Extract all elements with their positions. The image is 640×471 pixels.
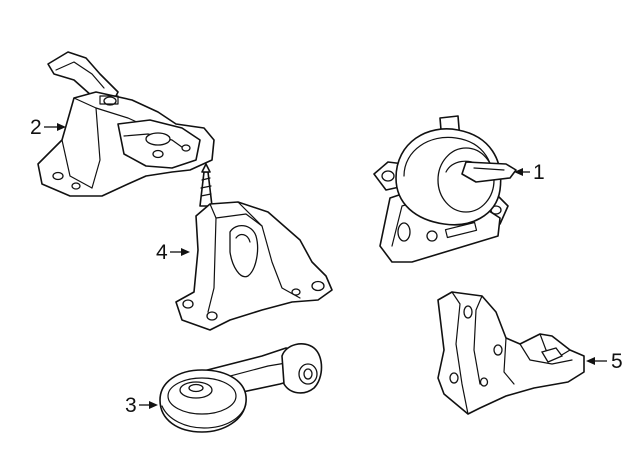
callout-arrow-5: [586, 357, 595, 365]
callout-2: 2: [30, 116, 66, 139]
callout-3: 3: [125, 394, 158, 417]
callout-arrow-4: [181, 248, 190, 256]
part-4-mount-bracket: [175, 163, 333, 331]
callout-arrow-3: [149, 401, 158, 409]
part-1-engine-mount: [373, 115, 517, 263]
callout-number-3: 3: [125, 394, 137, 417]
part-5-lower-bracket: [437, 291, 585, 415]
callout-1: 1: [514, 161, 545, 184]
callout-4: 4: [156, 241, 190, 264]
callout-arrow-1: [514, 168, 523, 176]
part-2-transmission-mount: [37, 51, 215, 197]
callout-number-1: 1: [533, 161, 545, 184]
callout-5: 5: [586, 350, 623, 373]
callout-number-2: 2: [30, 116, 42, 139]
callout-arrow-2: [57, 123, 66, 131]
callout-number-4: 4: [156, 241, 168, 264]
part-3-torque-strut: [159, 343, 323, 433]
callout-number-5: 5: [611, 350, 623, 373]
